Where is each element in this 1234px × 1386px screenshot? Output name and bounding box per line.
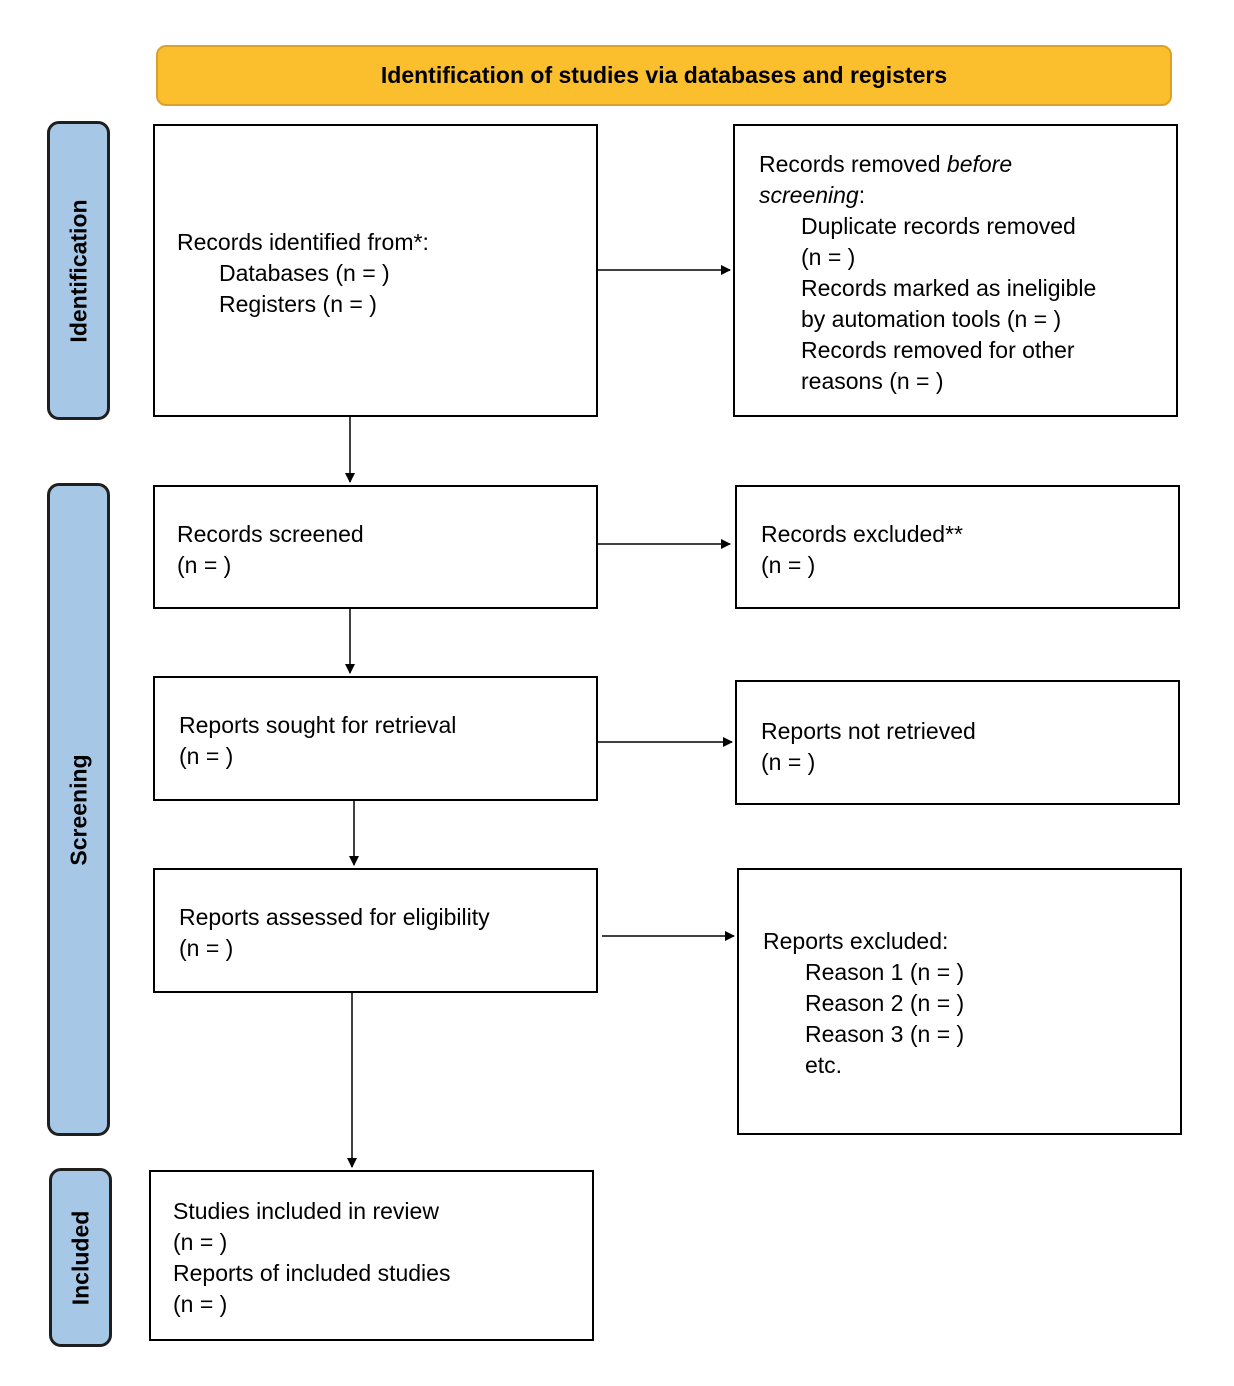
records-screened-title: Records screened <box>177 521 364 547</box>
studies-included-title: Studies included in review <box>173 1198 439 1224</box>
records-excluded-title: Records excluded** <box>761 521 964 547</box>
header-title: Identification of studies via databases … <box>380 62 948 88</box>
records-removed-before: before <box>946 151 1013 177</box>
records-excluded-count: (n = ) <box>761 552 816 578</box>
reports-assessed-box: Reports assessed for eligibility (n = ) <box>153 868 598 993</box>
ineligible-label-2: by automation tools (n = ) <box>801 306 1062 332</box>
reports-excluded-box: Reports excluded: Reason 1 (n = ) Reason… <box>737 868 1182 1135</box>
reason-2: Reason 2 (n = ) <box>805 990 965 1016</box>
reports-not-retrieved-box: Reports not retrieved (n = ) <box>735 680 1180 805</box>
phase-screening: Screening <box>47 483 110 1136</box>
other-reasons-label-1: Records removed for other <box>801 337 1075 363</box>
reports-not-retrieved-title: Reports not retrieved <box>761 718 976 744</box>
duplicates-label: Duplicate records removed <box>801 213 1076 239</box>
reason-1: Reason 1 (n = ) <box>805 959 965 985</box>
records-screened-count: (n = ) <box>177 552 232 578</box>
header-banner: Identification of studies via databases … <box>156 45 1172 106</box>
records-removed-line1: Records removed before <box>759 149 1176 180</box>
reports-sought-box: Reports sought for retrieval (n = ) <box>153 676 598 801</box>
reason-etc: etc. <box>805 1052 843 1078</box>
studies-included-box: Studies included in review (n = ) Report… <box>149 1170 594 1341</box>
duplicates-count: (n = ) <box>801 244 856 270</box>
reports-sought-title: Reports sought for retrieval <box>179 712 457 738</box>
phase-included: Included <box>49 1168 112 1347</box>
other-reasons-label-2: reasons (n = ) <box>801 368 944 394</box>
records-identified-title: Records identified from*: <box>177 229 429 255</box>
phase-identification: Identification <box>47 121 110 420</box>
reason-3: Reason 3 (n = ) <box>805 1021 965 1047</box>
studies-included-count: (n = ) <box>173 1229 228 1255</box>
included-reports-count: (n = ) <box>173 1291 228 1317</box>
records-removed-screening: screening <box>759 182 859 208</box>
records-removed-line2: screening: <box>759 180 1176 211</box>
records-removed-box: Records removed before screening: Duplic… <box>733 124 1178 417</box>
reports-sought-count: (n = ) <box>179 743 234 769</box>
databases-count: Databases (n = ) <box>219 260 390 286</box>
records-removed-prefix: Records removed <box>759 151 947 177</box>
records-excluded-box: Records excluded** (n = ) <box>735 485 1180 609</box>
registers-count: Registers (n = ) <box>219 291 377 317</box>
included-reports-title: Reports of included studies <box>173 1260 451 1286</box>
reports-not-retrieved-count: (n = ) <box>761 749 816 775</box>
ineligible-label-1: Records marked as ineligible <box>801 275 1097 301</box>
reports-assessed-title: Reports assessed for eligibility <box>179 904 490 930</box>
reports-excluded-title: Reports excluded: <box>763 928 949 954</box>
records-removed-colon: : <box>858 182 866 208</box>
records-identified-box: Records identified from*: Databases (n =… <box>153 124 598 417</box>
reports-assessed-count: (n = ) <box>179 935 234 961</box>
records-screened-box: Records screened (n = ) <box>153 485 598 609</box>
